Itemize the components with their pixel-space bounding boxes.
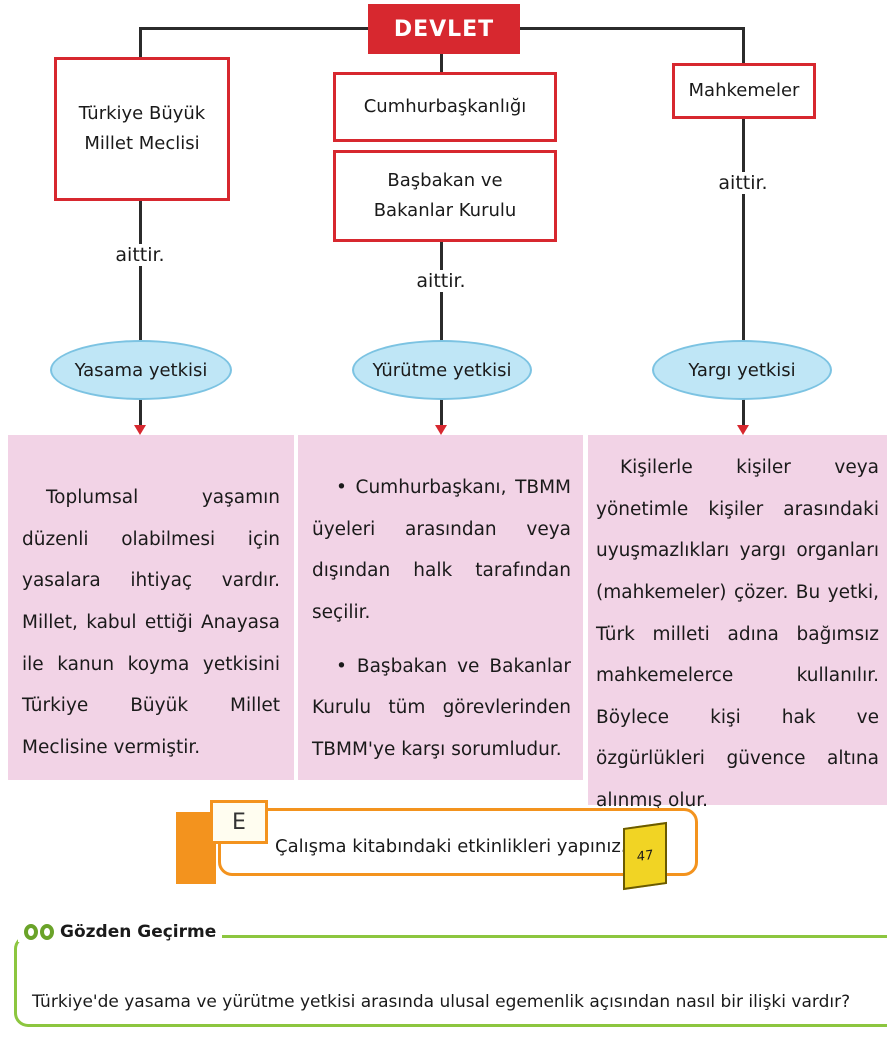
connector-line <box>742 395 745 425</box>
activity-orange-bar <box>176 812 216 884</box>
power-yargi: Yargı yetkisi <box>652 340 832 400</box>
arrow-down-icon <box>737 425 749 435</box>
connector-line <box>440 52 443 72</box>
review-title: Gözden Geçirme <box>18 922 223 942</box>
organ-box-tbmm: Türkiye Büyük Millet Meclisi <box>54 57 230 201</box>
connector-line <box>440 395 443 425</box>
panel-yargi: Kişilerle kişiler veya yönetimle kişiler… <box>588 435 887 811</box>
review-title-text: Gözden Geçirme <box>60 922 217 942</box>
connector-line <box>139 395 142 425</box>
connector-line <box>742 27 745 65</box>
link-label: aittir. <box>381 270 501 292</box>
link-label: aittir. <box>683 172 803 194</box>
connector-line <box>139 27 142 57</box>
connector-line <box>139 200 142 348</box>
workbook-page: 47 <box>636 847 654 865</box>
connector-line <box>742 118 745 348</box>
panel-yasama-text: Toplumsal yaşamın düzenli olabilmesi içi… <box>22 487 280 758</box>
panel-yurutme-text-2: • Başbakan ve Bakanlar Kurulu tüm görevl… <box>312 655 571 760</box>
panel-yurutme: • Cumhurbaşkanı, TBMM üyeleri arasından … <box>298 435 583 780</box>
panel-yurutme-text-1: • Cumhurbaşkanı, TBMM üyeleri arasından … <box>312 477 571 623</box>
panel-yargi-text: Kişilerle kişiler veya yönetimle kişiler… <box>596 457 879 811</box>
organ-box-bakanlar-kurulu: Başbakan ve Bakanlar Kurulu <box>333 150 557 242</box>
power-yurutme: Yürütme yetkisi <box>352 340 532 400</box>
root-node-devlet: DEVLET <box>368 4 520 54</box>
arrow-down-icon <box>435 425 447 435</box>
power-yasama: Yasama yetkisi <box>50 340 232 400</box>
activity-tab: E <box>210 800 268 844</box>
organ-box-cumhurbaskanligi: Cumhurbaşkanlığı <box>333 72 557 142</box>
organ-box-mahkemeler: Mahkemeler <box>672 63 816 119</box>
eyes-icon <box>24 924 54 940</box>
activity-text: Çalışma kitabındaki etkinlikleri yapınız… <box>275 836 627 857</box>
panel-yasama: Toplumsal yaşamın düzenli olabilmesi içi… <box>8 435 294 780</box>
link-label: aittir. <box>80 244 200 266</box>
workbook-icon: 47 <box>623 821 667 891</box>
arrow-down-icon <box>134 425 146 435</box>
review-box <box>14 935 887 1027</box>
review-question: Türkiye'de yasama ve yürütme yetkisi ara… <box>32 992 851 1012</box>
connector-line <box>440 240 443 348</box>
